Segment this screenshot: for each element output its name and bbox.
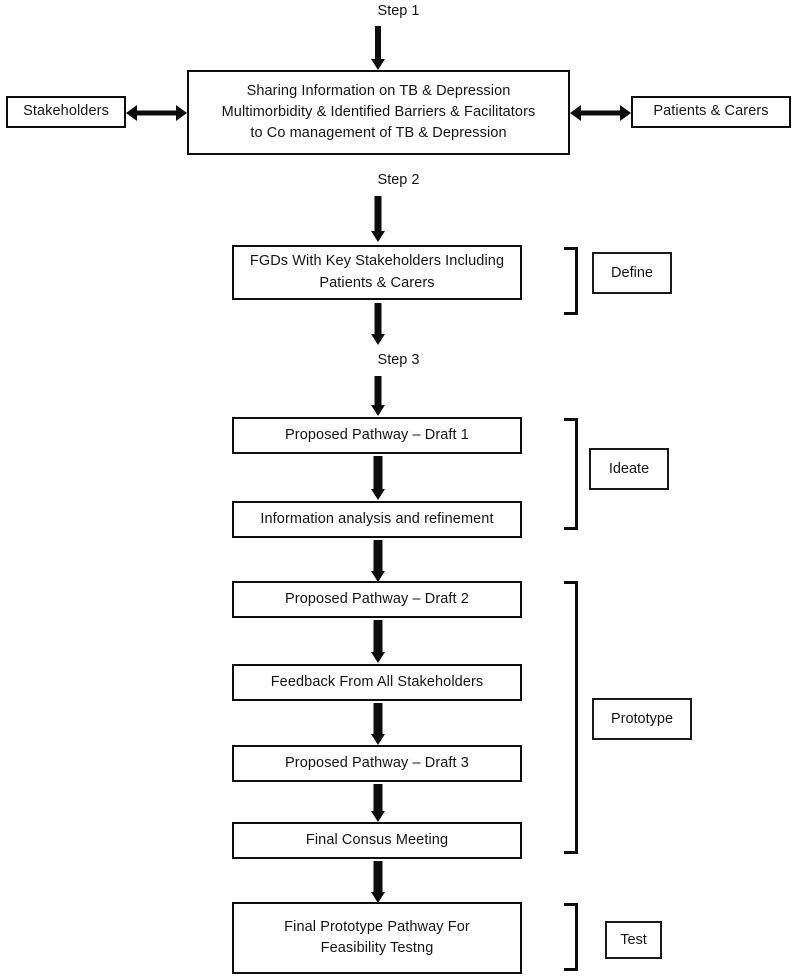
fgds-line-1: FGDs With Key Stakeholders Including: [249, 253, 505, 270]
arrowhead-left-icon: [570, 105, 581, 121]
bracket-ideate: [564, 418, 578, 530]
sharing-information-box: Sharing Information on TB & Depression M…: [187, 70, 570, 155]
arrow-fgds-to-step3: [366, 303, 390, 345]
sharing-information-line-1: Sharing Information on TB & Depression: [246, 82, 511, 99]
draft-3-label: Proposed Pathway – Draft 3: [285, 754, 469, 771]
fgds-box: FGDs With Key Stakeholders Including Pat…: [232, 245, 522, 300]
phase-define: Define: [592, 252, 672, 294]
feedback-stakeholders-label: Feedback From All Stakeholders: [270, 673, 484, 690]
arrowhead-right-icon: [620, 105, 631, 121]
fgds-line-2: Patients & Carers: [319, 274, 435, 291]
arrow-analysis-to-draft2: [366, 540, 390, 582]
phase-test-label: Test: [620, 932, 647, 948]
stakeholders-box: Stakeholders: [6, 96, 126, 128]
stakeholders-label: Stakeholders: [23, 103, 109, 120]
arrowhead-right-icon: [176, 105, 187, 121]
bracket-prototype: [564, 581, 578, 854]
final-prototype-pathway-box: Final Prototype Pathway For Feasibility …: [232, 902, 522, 974]
phase-prototype: Prototype: [592, 698, 692, 740]
patients-carers-box: Patients & Carers: [631, 96, 791, 128]
final-prototype-line-2: Feasibility Testng: [320, 940, 434, 956]
arrow-step2-to-fgds: [366, 196, 390, 242]
phase-test: Test: [605, 921, 662, 959]
arrow-draft2-to-feedback: [366, 620, 390, 663]
draft-2-label: Proposed Pathway – Draft 2: [285, 590, 469, 607]
arrow-consus-to-final-prototype: [366, 861, 390, 903]
proposed-pathway-draft-3-box: Proposed Pathway – Draft 3: [232, 745, 522, 782]
arrow-feedback-to-draft3: [366, 703, 390, 745]
arrow-step3-to-draft1: [366, 376, 390, 416]
arrow-main-patients-carers: [570, 104, 631, 122]
arrowhead-left-icon: [126, 105, 137, 121]
final-consus-meeting-label: Final Consus Meeting: [305, 831, 449, 848]
information-analysis-box: Information analysis and refinement: [232, 501, 522, 538]
final-prototype-line-1: Final Prototype Pathway For: [284, 918, 470, 935]
information-analysis-label: Information analysis and refinement: [260, 510, 494, 527]
sharing-information-line-2: Multimorbidity & Identified Barriers & F…: [221, 103, 536, 120]
step-label-3: Step 3: [377, 352, 420, 368]
step-label-2: Step 2: [377, 172, 420, 188]
sharing-information-line-3: to Co management of TB & Depression: [250, 125, 507, 141]
step-label-1: Step 1: [377, 3, 420, 19]
proposed-pathway-draft-1-box: Proposed Pathway – Draft 1: [232, 417, 522, 454]
arrow-step1-to-main: [366, 26, 390, 70]
phase-ideate-label: Ideate: [608, 461, 650, 477]
proposed-pathway-draft-2-box: Proposed Pathway – Draft 2: [232, 581, 522, 618]
draft-1-label: Proposed Pathway – Draft 1: [285, 426, 469, 443]
phase-prototype-label: Prototype: [610, 711, 674, 727]
phase-define-label: Define: [611, 265, 653, 281]
arrow-stakeholders-main: [126, 104, 187, 122]
arrow-draft1-to-analysis: [366, 456, 390, 500]
bracket-define: [564, 247, 578, 315]
bracket-test: [564, 903, 578, 971]
patients-carers-label: Patients & Carers: [653, 103, 769, 120]
final-consus-meeting-box: Final Consus Meeting: [232, 822, 522, 859]
phase-ideate: Ideate: [589, 448, 669, 490]
feedback-stakeholders-box: Feedback From All Stakeholders: [232, 664, 522, 701]
arrow-draft3-to-consus: [366, 784, 390, 822]
